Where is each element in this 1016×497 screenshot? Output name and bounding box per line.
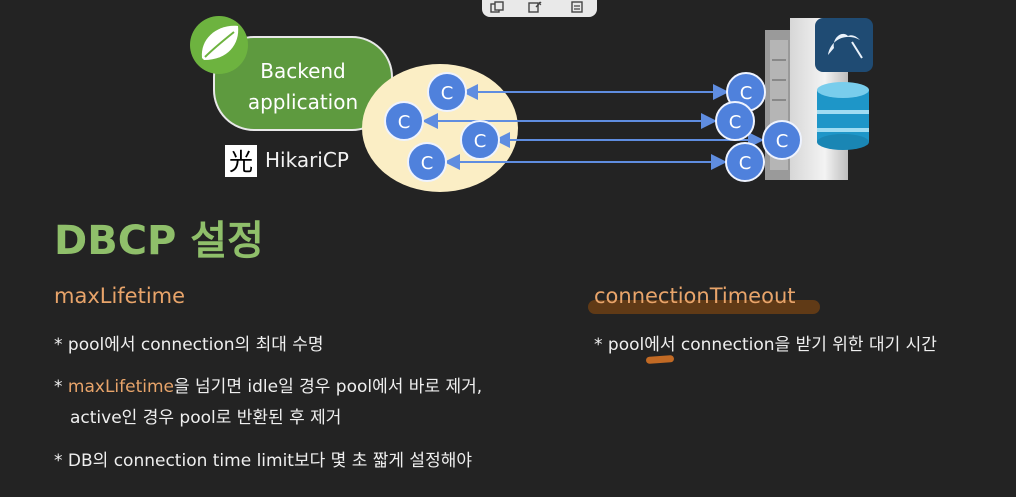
svg-text:C: C bbox=[740, 83, 753, 104]
magic-select-icon[interactable] bbox=[528, 1, 542, 13]
connection-circle: C bbox=[460, 120, 500, 160]
hikaricp-logo-icon: 光 bbox=[225, 145, 257, 177]
connectiontimeout-bullet-1: * pool에서 connection을 받기 위한 대기 시간 bbox=[594, 335, 937, 355]
svg-text:C: C bbox=[474, 131, 487, 152]
svg-text:C: C bbox=[739, 153, 752, 174]
svg-text:C: C bbox=[776, 131, 789, 152]
connection-circle: C bbox=[725, 142, 765, 182]
svg-text:光: 光 bbox=[229, 148, 253, 176]
spring-leaf-icon bbox=[190, 16, 248, 74]
copy-icon[interactable] bbox=[490, 1, 504, 13]
backend-label-line2: application bbox=[248, 90, 358, 114]
connection-circles: C C C C C C C C bbox=[384, 72, 802, 182]
maxlifetime-bullet-2-line2: active인 경우 pool로 반환된 후 제거 bbox=[70, 408, 342, 428]
maxlifetime-title: maxLifetime bbox=[54, 284, 186, 308]
backend-label-line1: Backend bbox=[260, 59, 346, 83]
svg-text:C: C bbox=[441, 83, 454, 104]
handwritten-underline-mark bbox=[645, 355, 675, 364]
page-title: DBCP 설정 bbox=[54, 218, 264, 264]
connectiontimeout-title: connectionTimeout bbox=[594, 284, 796, 308]
svg-text:C: C bbox=[421, 153, 434, 174]
connection-circle: C bbox=[384, 101, 424, 141]
document-icon[interactable] bbox=[570, 1, 584, 13]
maxlifetime-bullet-2: * maxLifetime을 넘기면 idle일 경우 pool에서 바로 제거… bbox=[54, 377, 483, 397]
maxlifetime-bullet-3: * DB의 connection time limit보다 몇 초 짧게 설정해… bbox=[54, 451, 472, 471]
connection-circle: C bbox=[407, 142, 447, 182]
mysql-icon bbox=[815, 18, 873, 72]
overlay-toolbar bbox=[482, 0, 597, 17]
connection-circle: C bbox=[427, 72, 467, 112]
svg-text:C: C bbox=[398, 112, 411, 133]
connection-circle: C bbox=[762, 120, 802, 160]
maxlifetime-bullet-1: * pool에서 connection의 최대 수명 bbox=[54, 335, 324, 355]
connection-circle: C bbox=[715, 101, 755, 141]
connection-pool-diagram: Backend application bbox=[190, 16, 873, 192]
maxlifetime-highlight: maxLifetime bbox=[67, 377, 174, 397]
hikaricp-label: HikariCP bbox=[265, 148, 349, 172]
database-cylinder-icon bbox=[817, 82, 869, 150]
title-underline-highlight bbox=[588, 300, 820, 314]
svg-text:C: C bbox=[729, 112, 742, 133]
